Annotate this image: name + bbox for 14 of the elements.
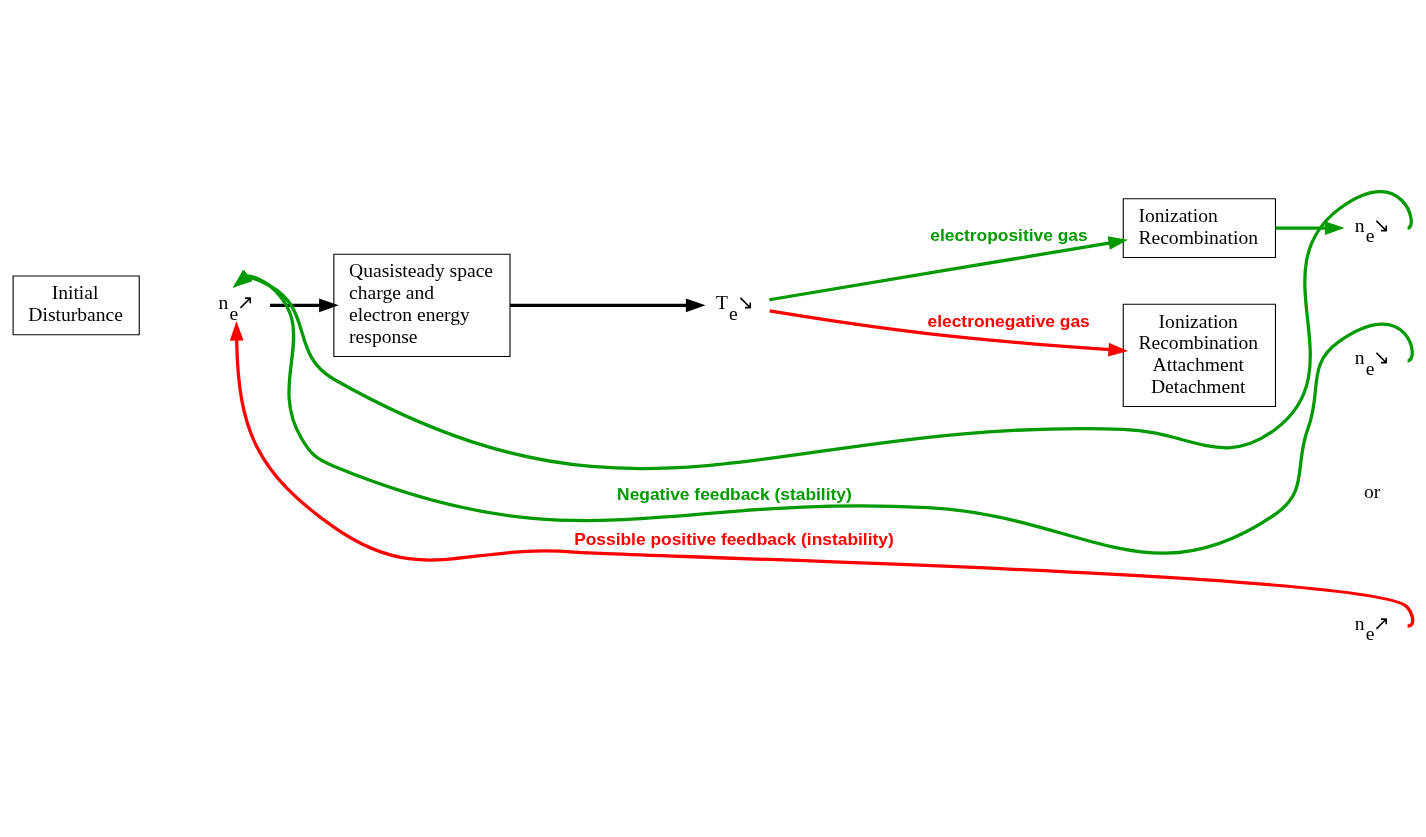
arrow xyxy=(269,298,339,313)
node-box: Ionization Recombination Attachment Detachment xyxy=(1122,303,1276,407)
edge-label: Possible positive feedback (instability) xyxy=(574,529,894,550)
arrow xyxy=(1275,221,1345,235)
arrow xyxy=(510,298,706,313)
node-box: Initial Disturbance xyxy=(12,275,140,336)
arrow xyxy=(769,236,1129,302)
node-box: Quasisteady space charge and electron energy response xyxy=(333,253,511,357)
arrow xyxy=(769,309,1129,357)
node-box: Ionization Recombination xyxy=(1122,198,1276,259)
label: or xyxy=(1364,481,1381,503)
edge-label: electropositive gas xyxy=(930,224,1088,245)
edge-label: electronegative gas xyxy=(927,310,1090,331)
edge-label: Negative feedback (stability) xyxy=(617,483,852,504)
